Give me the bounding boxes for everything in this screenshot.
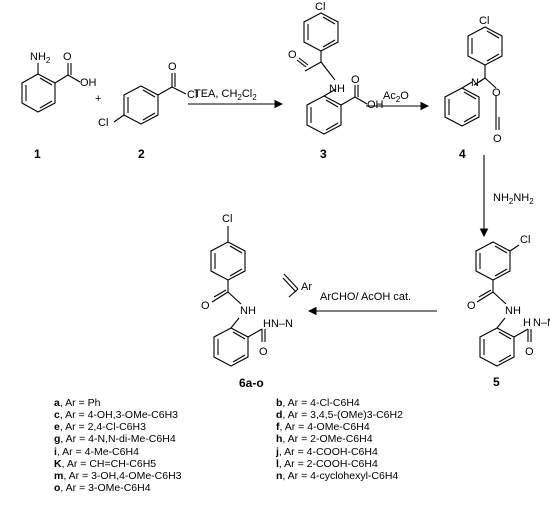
compound-number-6: 6a-o — [239, 376, 264, 390]
atom-n-4: N — [471, 77, 479, 89]
atom-cl-2b: Cl — [187, 89, 197, 101]
atom-o-6a: O — [201, 300, 210, 312]
atom-oh-3: OH — [367, 99, 384, 111]
atom-o-1: O — [63, 51, 72, 63]
atom-o-2: O — [168, 61, 177, 73]
atom-nh-6: NH — [240, 305, 256, 317]
reagent-tea: TEA, CH2Cl2 — [194, 88, 257, 102]
atom-o-4a: O — [492, 87, 501, 99]
atom-o-4b: O — [493, 133, 502, 145]
compound-4-structure — [444, 26, 503, 130]
reagent-archo: ArCHO/ AcOH cat. — [320, 291, 411, 303]
atom-oh-1: OH — [80, 77, 97, 89]
compound-number-4: 4 — [459, 147, 466, 161]
compound-2-structure — [113, 73, 187, 125]
reagent-hydrazine: NH2NH2 — [493, 192, 534, 206]
atom-cl-3: Cl — [315, 1, 325, 13]
atom-nh-5: NH — [505, 305, 521, 317]
atom-o-6b: O — [259, 346, 268, 358]
compound-5-structure — [475, 241, 532, 367]
atom-hn-5: HN–NH2 — [523, 317, 550, 331]
atom-o-5b: O — [525, 346, 534, 358]
compound-number-2: 2 — [138, 147, 145, 161]
atom-cl-2a: Cl — [98, 117, 108, 129]
atom-nh2-1: NH2 — [30, 51, 51, 65]
plus-sign: + — [95, 93, 101, 105]
atom-ar-6: Ar — [301, 281, 312, 293]
atom-cl-6: Cl — [222, 213, 232, 225]
reagent-ac2o: Ac2O — [383, 90, 409, 104]
compound-number-3: 3 — [320, 147, 327, 161]
atom-o-3a: O — [288, 49, 297, 61]
compound-number-1: 1 — [34, 147, 41, 161]
atom-cl-4: Cl — [479, 15, 489, 27]
compound-number-5: 5 — [493, 375, 500, 389]
atom-hn-6: HN–N — [263, 318, 293, 330]
atom-nh-3: NH — [329, 83, 345, 95]
compound-3-structure — [296, 12, 368, 135]
atom-cl-5: Cl — [520, 234, 530, 246]
atom-o-3b: O — [351, 74, 360, 86]
atom-o-5a: O — [467, 300, 476, 312]
compound-1-structure — [21, 63, 81, 113]
compound-6-structure — [210, 226, 299, 367]
